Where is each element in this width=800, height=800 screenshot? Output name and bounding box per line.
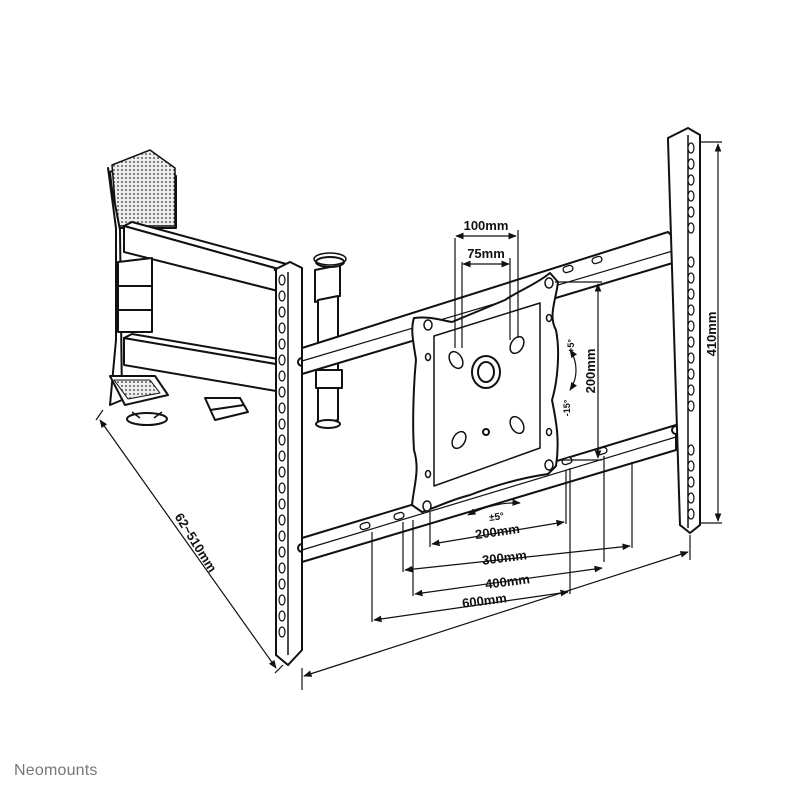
dim-depth-label: 62~510mm: [172, 510, 220, 575]
arm-vertical-bracket: [273, 260, 307, 667]
articulating-arm: [117, 221, 347, 429]
dim-200mm-horizontal-label: 200mm: [474, 521, 520, 542]
vesa-center-plate: [411, 272, 560, 513]
dim-300mm-label: 300mm: [481, 547, 527, 567]
dim-410mm-label: 410mm: [704, 312, 719, 357]
dim-75mm-label: 75mm: [467, 246, 505, 261]
tilt-up-label: +5°: [566, 339, 576, 353]
dim-600mm-label: 600mm: [461, 590, 507, 610]
dim-100mm-label: 100mm: [464, 218, 509, 233]
dim-200mm-vertical-label: 200mm: [583, 349, 598, 394]
tilt-down-label: -15°: [562, 399, 572, 416]
brand-logo: Neomounts: [14, 762, 98, 779]
dim-400mm-label: 400mm: [484, 571, 530, 591]
rotation-label: ±5°: [488, 511, 504, 524]
dimension-lines: [95, 141, 722, 690]
right-vertical-bracket: [667, 126, 701, 535]
